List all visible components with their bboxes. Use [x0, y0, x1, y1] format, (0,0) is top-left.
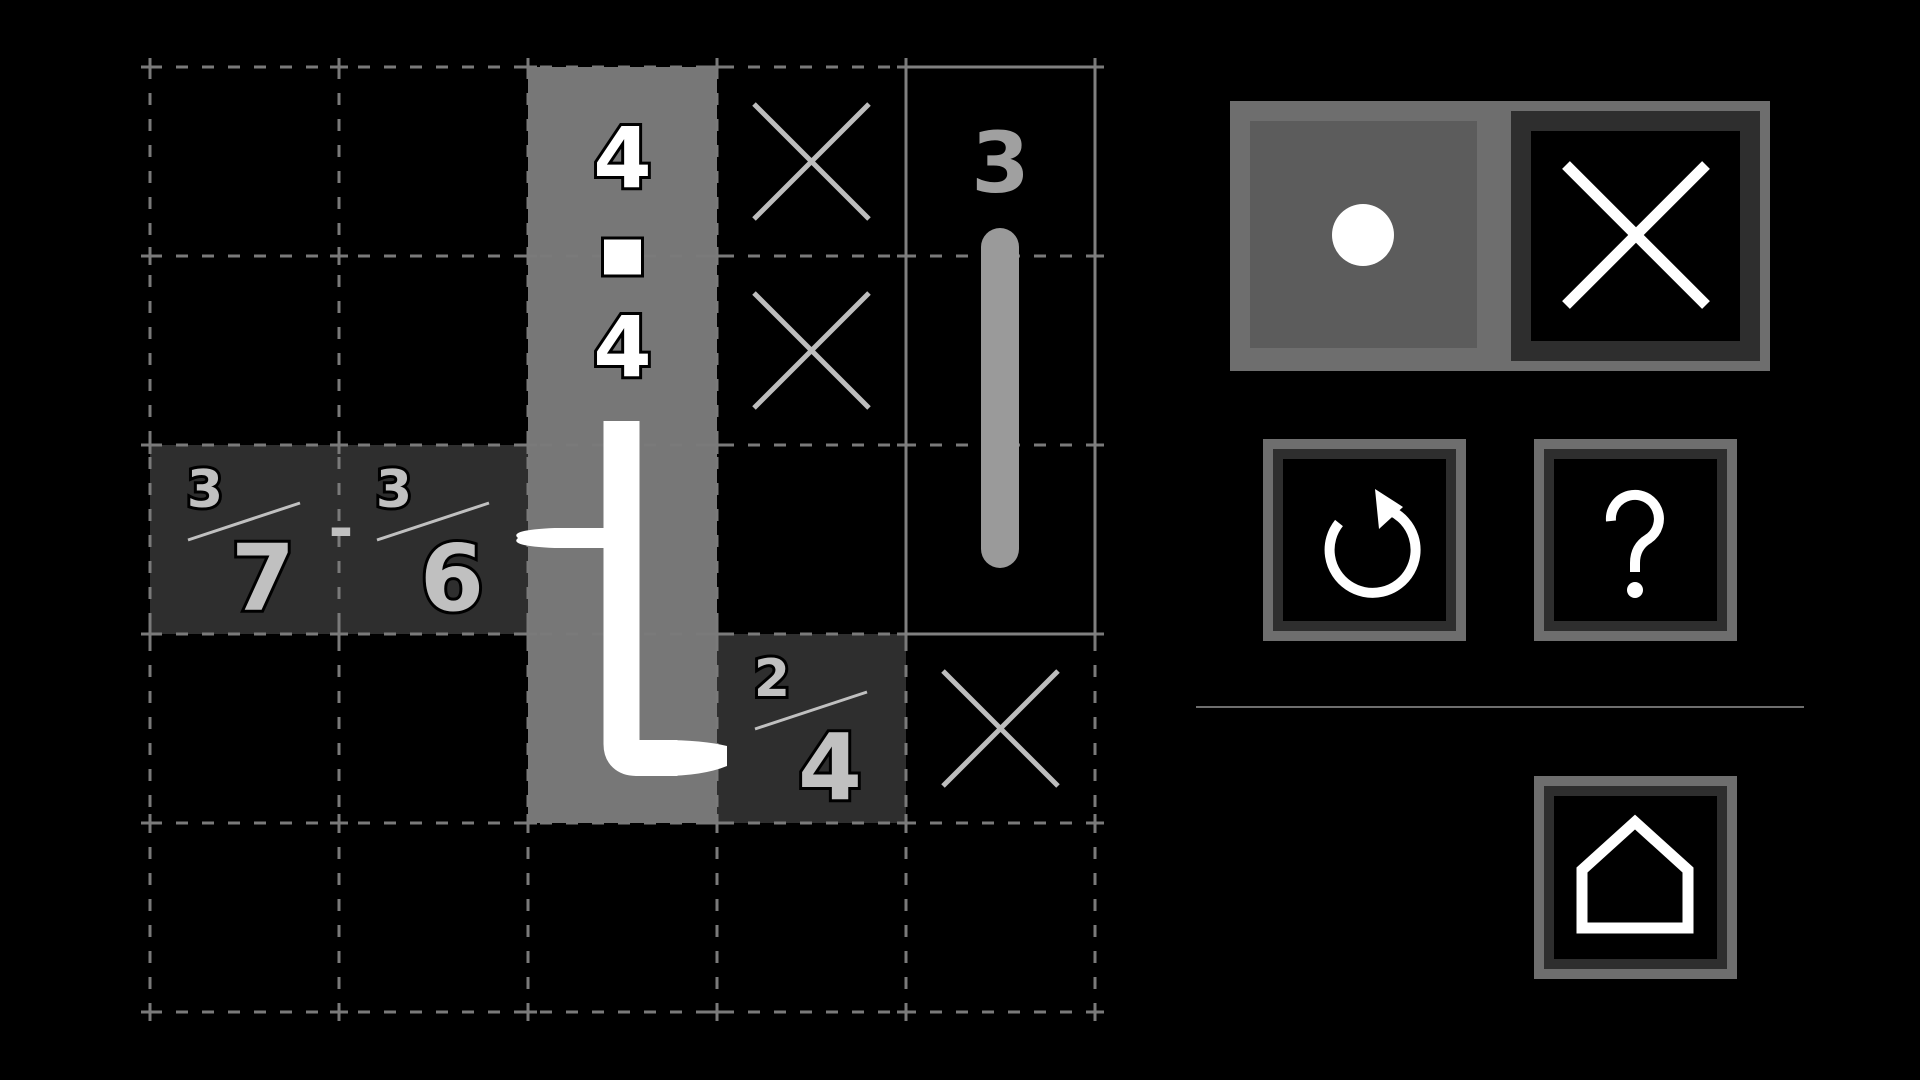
number-box-frame [904, 65, 1097, 636]
fraction-right-denominator: 6 [420, 525, 484, 632]
cell-cross-icon [752, 102, 871, 221]
vertical-fraction-denominator: 4 [593, 298, 651, 396]
fraction-right-slash [376, 501, 490, 542]
region-column-3-cell [528, 67, 717, 256]
help-button[interactable] [1534, 439, 1737, 641]
region-column-3-cell [528, 256, 717, 445]
dot-icon [1332, 204, 1394, 266]
fraction-left-numerator: 3 [187, 460, 223, 520]
vertical-fraction-bar [601, 236, 644, 278]
undo-icon [1324, 489, 1421, 598]
connector-line [603, 421, 678, 776]
fraction-left-slash [187, 501, 301, 542]
cell-cross-icon [941, 669, 1060, 788]
divider [1196, 706, 1804, 708]
mode-toggle[interactable] [1230, 101, 1770, 371]
region-row-2-cell [150, 445, 339, 634]
vertical-fraction-numerator: 4 [593, 109, 651, 207]
home-button[interactable] [1534, 776, 1737, 979]
fraction-separator: - [329, 494, 354, 564]
region-single-cell [717, 634, 906, 823]
fraction-small-numerator: 2 [754, 649, 790, 709]
region-row-2-cell [339, 445, 528, 634]
fraction-right-numerator: 3 [376, 460, 412, 520]
mode-toggle-icons [1332, 161, 1710, 309]
home-icon [1576, 814, 1694, 934]
undo-button[interactable] [1263, 439, 1466, 641]
cell-cross-icon [752, 291, 871, 410]
connector-tip-left [516, 528, 605, 548]
fraction-left-denominator: 7 [231, 525, 295, 632]
number-box-value: 3 [971, 114, 1029, 212]
fraction-small-denominator: 4 [798, 714, 862, 821]
fraction-small-slash [754, 690, 868, 731]
connector-tip-right [662, 740, 727, 776]
cross-icon [1562, 161, 1710, 309]
help-icon [1605, 489, 1664, 598]
